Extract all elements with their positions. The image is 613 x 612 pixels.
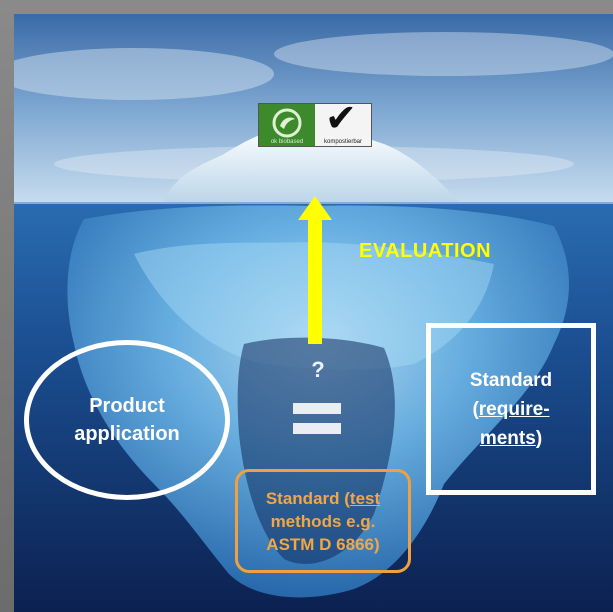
paren-open: ( [472, 398, 479, 420]
test-link: test [349, 488, 381, 508]
standard-test-prefix: Standard ( [265, 488, 350, 508]
evaluation-label: EVALUATION [359, 240, 492, 262]
requirements-link-part1: require- [478, 398, 550, 420]
logo-left-caption: ok biobased [270, 139, 304, 145]
methods-label: methods e.g. [270, 511, 376, 531]
certification-logo: ok biobased ✔ kompostierbar [258, 100, 372, 147]
iceberg-illustration [14, 14, 613, 612]
check-mark-icon: ✔ [325, 98, 357, 140]
equals-icon [293, 403, 341, 443]
standard-label: Standard [469, 369, 553, 391]
astm-label: ASTM D 6866) [266, 534, 380, 554]
equals-bar-top [293, 403, 341, 414]
biobased-logo-icon: ok biobased [259, 104, 315, 146]
product-application-ellipse: Product application [24, 340, 230, 500]
evaluation-arrow [298, 196, 332, 344]
standard-requirements-box: Standard (require- ments) [426, 323, 596, 495]
requirements-link-part2: ments [479, 427, 536, 449]
question-mark: ? [311, 357, 325, 382]
iceberg-scene [14, 14, 613, 612]
application-label: application [74, 423, 180, 445]
logo-right-caption: kompostierbar [323, 139, 362, 145]
compostable-logo-icon: ✔ kompostierbar [315, 100, 371, 146]
product-label: Product [89, 395, 165, 417]
equals-bar-bottom [293, 423, 341, 434]
standard-test-methods-box: Standard (test methods e.g. ASTM D 6866) [235, 469, 411, 573]
paren-close: ) [535, 427, 543, 449]
